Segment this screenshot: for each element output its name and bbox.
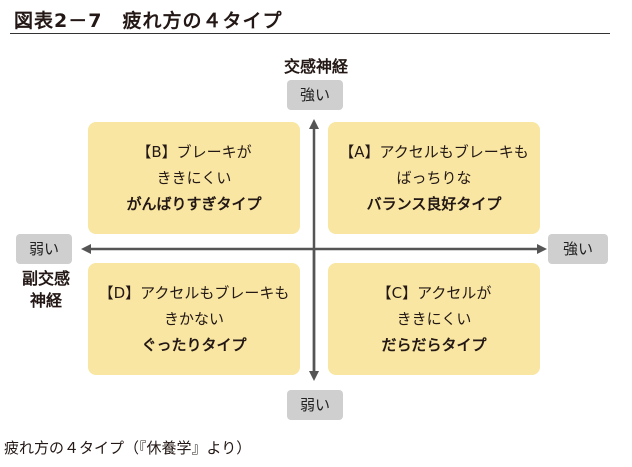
right-strong-label: 強い: [548, 234, 608, 264]
quadrant-a-line1: 【A】アクセルもブレーキも: [339, 143, 529, 161]
quadrant-c-line1: 【C】アクセルが: [376, 284, 492, 302]
quadrant-a-type: バランス良好タイプ: [366, 195, 502, 213]
quadrant-d-line1: 【D】アクセルもブレーキも: [98, 284, 290, 302]
vertical-axis-name: 交感神経: [283, 57, 348, 76]
horizontal-axis-name-line1: 副交感: [21, 269, 70, 288]
title-rule: [10, 33, 610, 34]
quadrant-b-type: がんばりすぎタイプ: [126, 195, 262, 213]
quadrant-a: 【A】アクセルもブレーキも ばっちりな バランス良好タイプ: [328, 122, 540, 234]
quadrant-b: 【B】ブレーキが ききにくい がんばりすぎタイプ: [88, 122, 300, 234]
quadrant-b-line1: 【B】ブレーキが: [136, 143, 252, 161]
figure-title: 図表2－7 疲れ方の４タイプ: [14, 10, 283, 32]
quadrant-d-line2: きかない: [163, 310, 224, 328]
quadrant-c: 【C】アクセルが ききにくい だらだらタイプ: [328, 263, 540, 375]
quadrant-d: 【D】アクセルもブレーキも きかない ぐったりタイプ: [88, 263, 300, 375]
left-weak-label: 弱い: [16, 234, 72, 264]
quadrant-c-line2: ききにくい: [396, 310, 472, 328]
horizontal-axis-name-line2: 神経: [29, 291, 62, 310]
figure-caption: 疲れ方の４タイプ（『休養学』より）: [4, 439, 252, 457]
horizontal-axis-name: 副交感 神経: [10, 268, 82, 312]
bottom-weak-label: 弱い: [287, 390, 343, 420]
top-strong-label: 強い: [287, 80, 343, 110]
quadrant-b-line2: ききにくい: [156, 169, 232, 187]
quadrant-c-type: だらだらタイプ: [381, 336, 487, 354]
quadrant-d-type: ぐったりタイプ: [141, 336, 247, 354]
quadrant-a-line2: ばっちりな: [396, 169, 472, 187]
